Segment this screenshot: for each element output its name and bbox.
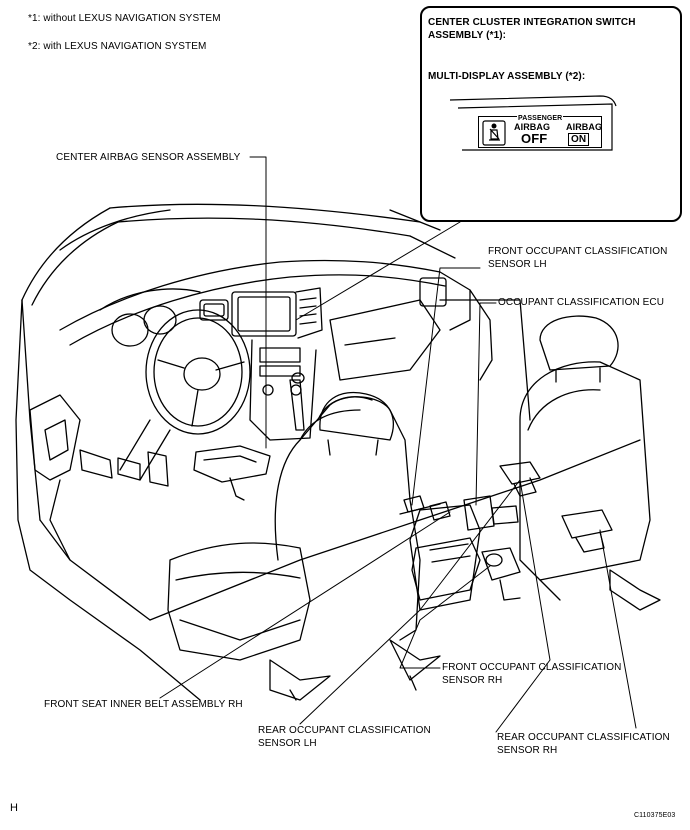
- callout-title-line1: CENTER CLUSTER INTEGRATION SWITCH: [428, 17, 636, 28]
- leader-callout: [295, 221, 461, 321]
- leader-rear-occupant-rh: [599, 529, 637, 729]
- glove-box: [329, 299, 441, 381]
- panel-off-label: OFF: [521, 131, 548, 146]
- label-rear-occupant-lh-line2: SENSOR LH: [258, 738, 317, 749]
- seat-rail-front: [269, 659, 331, 701]
- rear-seat-headrest: [539, 315, 619, 371]
- shift-lever: [289, 379, 305, 431]
- label-center-airbag-sensor: CENTER AIRBAG SENSOR ASSEMBLY: [56, 152, 241, 163]
- panel-passenger-header: PASSENGER: [517, 115, 564, 123]
- leader-center-airbag-sensor: [249, 156, 267, 449]
- leader-occupant-ecu: [475, 302, 497, 506]
- panel-on-label: ON: [568, 133, 590, 146]
- label-front-occupant-lh-line2: SENSOR LH: [488, 259, 547, 270]
- front-seat-headrest: [319, 391, 394, 441]
- front-seat-cushion: [167, 542, 311, 661]
- note-without-navigation: *1: without LEXUS NAVIGATION SYSTEM: [28, 13, 221, 24]
- center-console: [411, 537, 481, 601]
- label-rear-occupant-lh-line1: REAR OCCUPANT CLASSIFICATION: [258, 725, 431, 736]
- leader-front-seat-belt: [159, 511, 451, 699]
- callout-subtitle: MULTI-DISPLAY ASSEMBLY (*2):: [428, 71, 586, 82]
- occupant-classification-ecu: [463, 495, 495, 531]
- door-panel: [29, 394, 81, 481]
- steering-wheel: [145, 309, 251, 435]
- panel-airbag-label-right: AIRBAG: [566, 122, 603, 132]
- door-frame-outline: [15, 299, 201, 701]
- figure-code: C110375E03: [634, 812, 676, 819]
- footer-left-code: H: [10, 802, 19, 814]
- note-with-navigation: *2: with LEXUS NAVIGATION SYSTEM: [28, 41, 207, 52]
- a-pillar-outline: [21, 207, 111, 301]
- label-front-occupant-rh-line1: FRONT OCCUPANT CLASSIFICATION: [442, 662, 622, 673]
- dashboard-top: [59, 259, 441, 331]
- leader-lines: [159, 156, 637, 733]
- center-airbag-sensor: [193, 445, 271, 483]
- leader-front-occupant-lh: [411, 267, 481, 506]
- rear-occupant-sensor-rh: [561, 509, 613, 539]
- front-occupant-sensor-rh: [481, 547, 521, 581]
- callout-title-line2: ASSEMBLY (*1):: [428, 30, 507, 41]
- center-stack: [249, 339, 317, 441]
- pedal: [79, 449, 113, 479]
- label-occupant-ecu: OCCUPANT CLASSIFICATION ECU: [498, 297, 665, 308]
- airbag-indicator-panel: PASSENGER AIRBAG OFF AIRBAG ON: [478, 115, 603, 148]
- label-rear-occupant-rh-line1: REAR OCCUPANT CLASSIFICATION: [497, 732, 670, 743]
- rear-seat-back: [519, 361, 651, 581]
- rear-occupant-sensor-lh: [499, 461, 541, 485]
- panel-airbag-label-left: AIRBAG: [514, 122, 551, 132]
- leader-front-occupant-rh: [399, 565, 491, 669]
- label-front-occupant-lh-line1: FRONT OCCUPANT CLASSIFICATION: [488, 246, 668, 257]
- multi-display-unit: [231, 291, 297, 337]
- callout-box: [420, 6, 682, 222]
- leader-rear-occupant-lh: [299, 479, 521, 725]
- label-rear-occupant-rh-line2: SENSOR RH: [497, 745, 558, 756]
- floor-line: [149, 439, 641, 621]
- leader-rear-occupant-lh-2: [495, 479, 551, 733]
- label-front-occupant-rh-line2: SENSOR RH: [442, 675, 503, 686]
- passenger-seatbelt-icon: [482, 120, 506, 146]
- label-front-seat-belt: FRONT SEAT INNER BELT ASSEMBLY RH: [44, 699, 243, 710]
